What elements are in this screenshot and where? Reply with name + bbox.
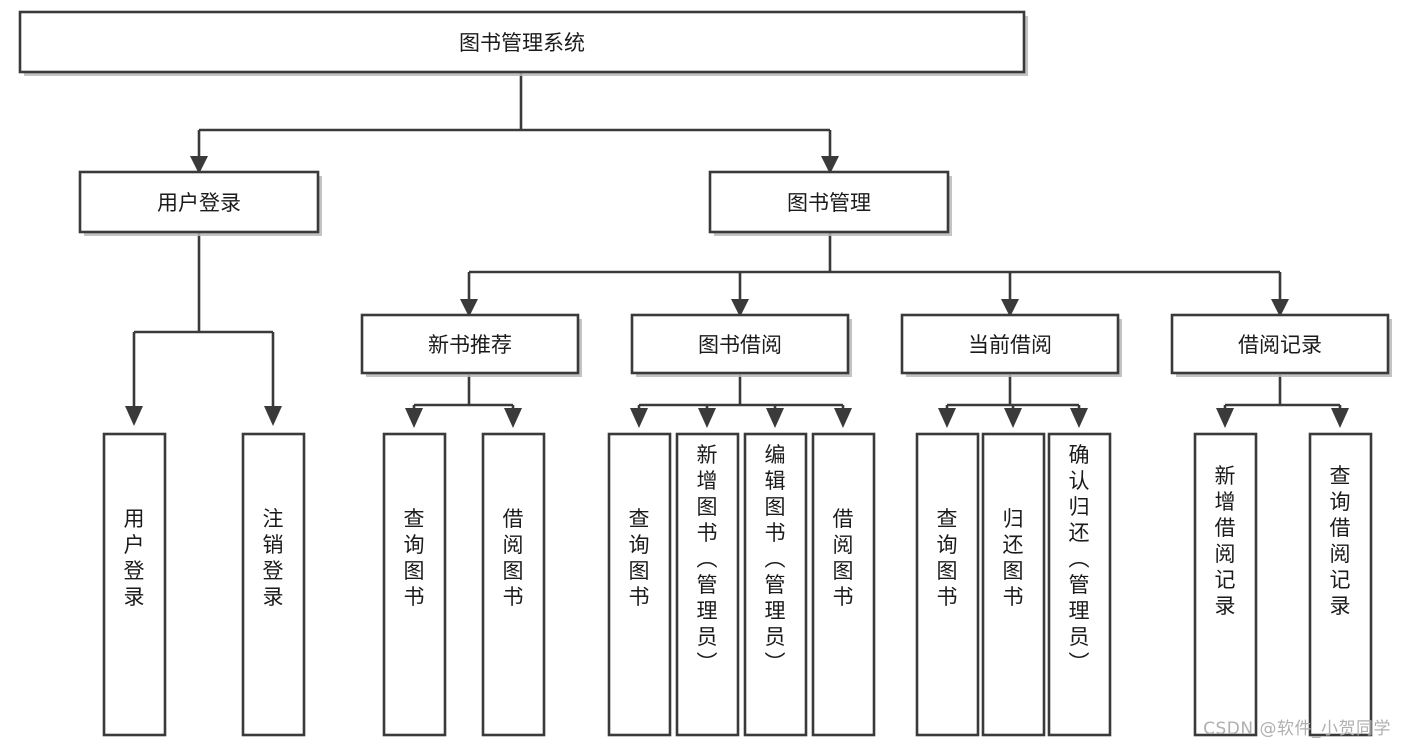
leaf-nb-query-book[interactable]: 查询图书 [382, 432, 447, 737]
connector-current-borrow-bus [945, 375, 1081, 412]
leaf-cb-confirm-box[interactable] [1047, 432, 1112, 737]
leaf-logout-box[interactable] [241, 432, 306, 737]
leaf-br-query-label: 查询借阅记录 [1330, 464, 1351, 618]
leaf-br-query-box[interactable] [1308, 432, 1373, 737]
leaf-cb-return-book[interactable]: 归还图书 [981, 432, 1046, 737]
leaf-cb-confirm-label: 确认归还︵管理员︶ [1069, 443, 1090, 675]
leaf-bb-add-label: 新增图书︵管理员︶ [697, 443, 718, 675]
arrowhead-to-current-borrow [1001, 299, 1019, 317]
leaf-cb-return-label: 归还图书 [1003, 507, 1024, 609]
arrowhead-leaf-bb-add [698, 408, 716, 428]
leaf-bb-edit-book[interactable]: 编辑图书︵管理员︶ [743, 432, 808, 737]
node-current-borrow[interactable]: 当前借阅 [900, 313, 1122, 377]
arrowhead-leaf-logout [264, 406, 282, 426]
connector-book-borrow-bus [637, 375, 845, 412]
arrowhead-leaf-br-query [1331, 408, 1349, 428]
arrowhead-leaf-nb-borrow [504, 408, 522, 428]
leaf-nb-borrow-box[interactable] [481, 432, 546, 737]
connector-book-manage-bus [467, 232, 1282, 303]
node-new-book-recommend[interactable]: 新书推荐 [360, 313, 582, 377]
book-manage-label: 图书管理 [787, 191, 871, 215]
leaf-cb-query-box[interactable] [915, 432, 980, 737]
leaf-bb-edit-label: 编辑图书︵管理员︶ [765, 443, 786, 675]
arrowhead-leaf-cb-return [1004, 408, 1022, 428]
new-book-label: 新书推荐 [428, 333, 512, 357]
arrowhead-leaf-nb-query [405, 408, 423, 428]
leaf-bb-query-book[interactable]: 查询图书 [607, 432, 672, 737]
node-borrow-record[interactable]: 借阅记录 [1170, 313, 1392, 377]
leaf-logout-label: 注销登录 [263, 507, 284, 609]
connector-borrow-record-bus [1223, 375, 1342, 412]
arrowhead-leaf-bb-query [630, 408, 648, 428]
node-book-borrow[interactable]: 图书借阅 [630, 313, 852, 377]
connector-user-login-bus [132, 232, 275, 410]
leaf-user-login[interactable]: 用户登录 [102, 432, 167, 737]
csdn-watermark: CSDN @软件_小贺同学 [1203, 719, 1391, 739]
book-borrow-box[interactable] [630, 313, 850, 375]
leaf-nb-query-label: 查询图书 [404, 507, 425, 609]
user-login-box[interactable] [78, 170, 320, 234]
arrowhead-to-new-book [460, 299, 478, 317]
leaf-bb-edit-box[interactable] [743, 432, 808, 737]
leaf-br-query-record[interactable]: 查询借阅记录 [1308, 432, 1373, 737]
arrowhead-leaf-bb-edit [766, 408, 784, 428]
user-login-label: 用户登录 [157, 191, 241, 215]
leaf-bb-add-box[interactable] [675, 432, 740, 737]
leaf-cb-confirm-return[interactable]: 确认归还︵管理员︶ [1047, 432, 1112, 737]
arrowhead-leaf-br-add [1216, 408, 1234, 428]
root-box[interactable] [18, 10, 1026, 74]
connector-new-book-bus [412, 375, 515, 412]
book-manage-box[interactable] [708, 170, 950, 234]
leaf-bb-query-label: 查询图书 [629, 507, 650, 609]
leaf-br-add-box[interactable] [1193, 432, 1258, 737]
arrowhead-leaf-cb-confirm [1070, 408, 1088, 428]
leaf-br-add-record[interactable]: 新增借阅记录 [1193, 432, 1258, 737]
leaf-bb-borrow-box[interactable] [811, 432, 876, 737]
connector-layer [125, 72, 1349, 428]
arrowhead-to-user-login [190, 156, 208, 174]
book-borrow-label: 图书借阅 [698, 333, 782, 357]
leaf-cb-query-label: 查询图书 [937, 507, 958, 609]
arrowhead-to-borrow-record [1271, 299, 1289, 317]
leaf-nb-borrow-book[interactable]: 借阅图书 [481, 432, 546, 737]
arrowhead-to-book-manage [821, 156, 839, 174]
node-user-login[interactable]: 用户登录 [78, 170, 322, 236]
leaf-nb-borrow-label: 借阅图书 [503, 507, 524, 609]
root-label: 图书管理系统 [459, 31, 585, 55]
leaf-br-add-label: 新增借阅记录 [1215, 464, 1236, 618]
leaf-bb-add-book[interactable]: 新增图书︵管理员︶ [675, 432, 740, 737]
arrowhead-leaf-user-login [125, 406, 143, 426]
leaf-cb-return-box[interactable] [981, 432, 1046, 737]
leaf-bb-query-box[interactable] [607, 432, 672, 737]
borrow-record-box[interactable] [1170, 313, 1390, 375]
node-book-manage[interactable]: 图书管理 [708, 170, 952, 236]
arrowhead-leaf-cb-query [938, 408, 956, 428]
leaf-bb-borrow-book[interactable]: 借阅图书 [811, 432, 876, 737]
borrow-record-label: 借阅记录 [1238, 333, 1322, 357]
arrowhead-to-book-borrow [731, 299, 749, 317]
leaf-user-login-label: 用户登录 [124, 507, 145, 609]
current-borrow-box[interactable] [900, 313, 1120, 375]
leaf-logout[interactable]: 注销登录 [241, 432, 306, 737]
connector-root-bus [197, 72, 832, 160]
leaf-user-login-box[interactable] [102, 432, 167, 737]
leaf-nb-query-box[interactable] [382, 432, 447, 737]
new-book-box[interactable] [360, 313, 580, 375]
node-root[interactable]: 图书管理系统 [18, 10, 1028, 76]
leaf-cb-query-book[interactable]: 查询图书 [915, 432, 980, 737]
leaf-bb-borrow-label: 借阅图书 [833, 507, 854, 609]
current-borrow-label: 当前借阅 [968, 333, 1052, 357]
arrowhead-leaf-bb-borrow [834, 408, 852, 428]
